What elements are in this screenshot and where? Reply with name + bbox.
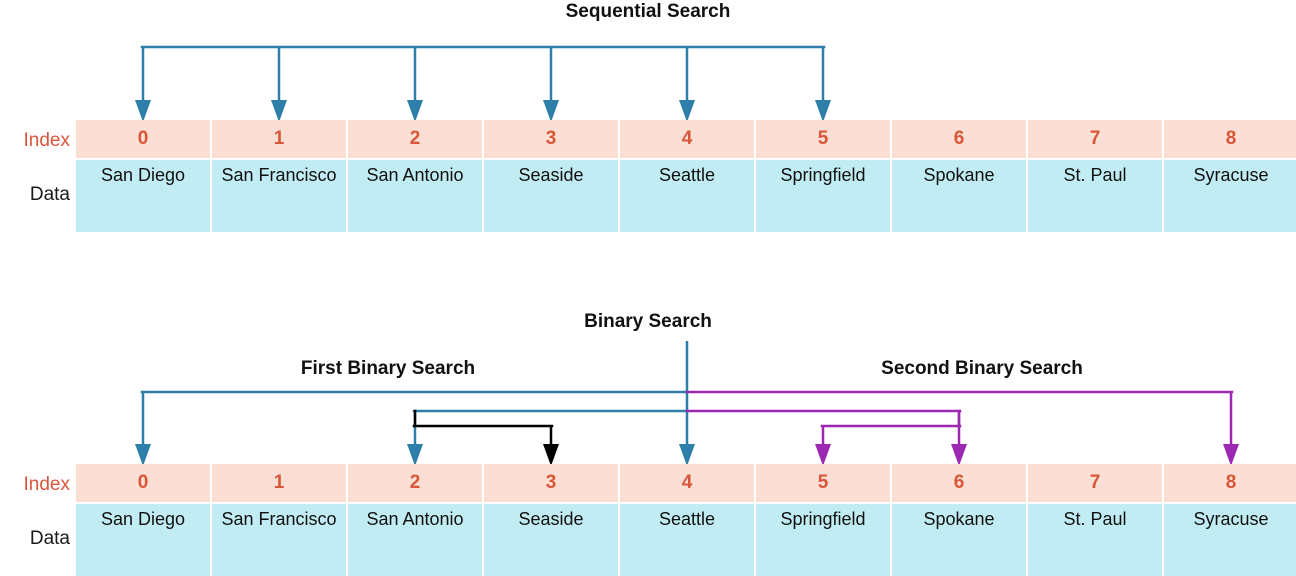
data-cell-value: San Antonio [366,165,464,185]
data-cell-value: Springfield [780,165,866,185]
binary-index-row-label: Index [23,474,70,495]
data-cell: St. Paul [1028,504,1162,576]
data-cell: Seattle [620,504,754,576]
index-cell-value: 4 [681,472,693,494]
index-cell-value: 2 [409,128,421,150]
sequential-index-row: 0 1 2 3 4 5 6 7 8 [76,120,1296,158]
data-cell: San Antonio [348,160,482,232]
index-cell: 7 [1028,120,1162,158]
data-cell: Spokane [892,504,1026,576]
index-cell-value: 1 [273,128,285,150]
data-cell-value: Seattle [658,165,716,185]
data-cell: Syracuse [1164,504,1296,576]
data-cell: Syracuse [1164,160,1296,232]
index-cell: 0 [76,464,210,502]
sequential-arrow-index-1-head [271,100,287,122]
data-cell-value: Spokane [923,509,995,529]
index-cell-value: 4 [681,128,693,150]
data-cell-value: Spokane [923,165,995,185]
index-cell: 8 [1164,120,1296,158]
binary-data-row: San Diego San Francisco San Antonio Seaside… [76,504,1296,576]
data-cell-value: Syracuse [1193,509,1269,529]
data-cell-value: San Diego [100,165,186,185]
data-cell-value: San Francisco [221,165,337,185]
sequential-arrow-index-3-head [543,100,559,122]
data-cell: San Francisco [212,160,346,232]
index-cell-value: 3 [545,472,557,494]
second-binary-arrow-index-6-head [951,444,967,466]
index-cell: 5 [756,120,890,158]
index-cell: 2 [348,464,482,502]
index-cell: 1 [212,464,346,502]
data-cell: St. Paul [1028,160,1162,232]
index-cell-value: 2 [409,472,421,494]
data-cell-value: Seaside [518,509,584,529]
index-cell: 3 [484,120,618,158]
sequential-search-array: 0 1 2 3 4 5 6 7 8 San Diego San Francisco San Anto… [76,120,1296,232]
data-cell: Spokane [892,160,1026,232]
index-cell: 2 [348,120,482,158]
data-cell: San Francisco [212,504,346,576]
data-cell-value: Seattle [658,509,716,529]
sequential-arrow-index-0-head [135,100,151,122]
index-cell-value: 3 [545,128,557,150]
first-binary-search-title: First Binary Search [300,358,476,379]
index-cell-value: 6 [953,128,965,150]
binary-search-array: 0 1 2 3 4 5 6 7 8 San Diego San Francisco San Anto… [76,464,1296,576]
binary-search-title: Binary Search [584,311,712,332]
sequential-search-title: Sequential Search [565,1,731,22]
data-cell: Seaside [484,504,618,576]
index-cell-value: 7 [1089,472,1101,494]
binary-data-row-label: Data [29,528,70,549]
sequential-arrow-index-4-head [679,100,695,122]
index-cell: 0 [76,120,210,158]
second-binary-search-title: Second Binary Search [881,358,1083,379]
data-cell: Springfield [756,160,890,232]
index-cell: 3 [484,464,618,502]
sequential-data-row: San Diego San Francisco San Antonio Seaside… [76,160,1296,232]
data-cell-value: San Francisco [221,509,337,529]
second-binary-arrow-index-8-head [1223,444,1239,466]
data-cell-value: San Diego [100,509,186,529]
index-cell-value: 8 [1225,472,1237,494]
index-cell: 4 [620,464,754,502]
data-cell: Springfield [756,504,890,576]
first-binary-arrow-index-3-head [543,444,559,466]
index-cell: 6 [892,120,1026,158]
first-binary-arrow-index-2-head [407,444,423,466]
index-cell-value: 8 [1225,128,1237,150]
sequential-index-row-label: Index [23,130,70,151]
data-cell: Seattle [620,160,754,232]
data-cell-value: Seaside [518,165,584,185]
index-cell: 6 [892,464,1026,502]
data-cell: Seaside [484,160,618,232]
index-cell-value: 5 [817,472,829,494]
data-cell: San Antonio [348,504,482,576]
index-cell-value: 6 [953,472,965,494]
second-binary-arrow-index-5-head [815,444,831,466]
index-cell: 8 [1164,464,1296,502]
index-cell-value: 0 [137,472,149,494]
index-cell-value: 5 [817,128,829,150]
data-cell-value: Springfield [780,509,866,529]
binary-root-arrow-index-4-head [679,444,695,466]
data-cell-value: San Antonio [366,509,464,529]
sequential-arrow-index-2-head [407,100,423,122]
data-cell-value: St. Paul [1063,165,1127,185]
index-cell-value: 1 [273,472,285,494]
sequential-arrow-index-5-head [815,100,831,122]
data-cell: San Diego [76,504,210,576]
binary-index-row: 0 1 2 3 4 5 6 7 8 [76,464,1296,502]
index-cell-value: 7 [1089,128,1101,150]
first-binary-arrow-index-0-head [135,444,151,466]
index-cell: 5 [756,464,890,502]
index-cell-value: 0 [137,128,149,150]
index-cell: 7 [1028,464,1162,502]
data-cell: San Diego [76,160,210,232]
index-cell: 1 [212,120,346,158]
data-cell-value: Syracuse [1193,165,1269,185]
data-cell-value: St. Paul [1063,509,1127,529]
index-cell: 4 [620,120,754,158]
sequential-data-row-label: Data [29,184,70,205]
